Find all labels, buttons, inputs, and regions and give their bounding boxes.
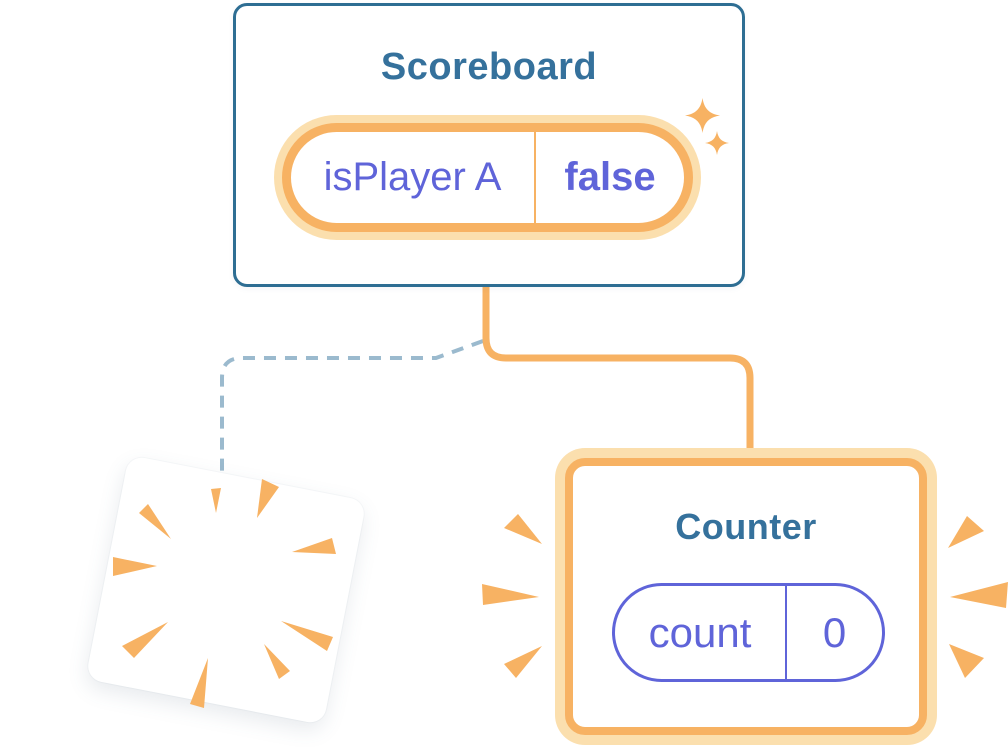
scoreboard-state-value: false xyxy=(564,155,656,199)
counter-component-card: Counter count 0 xyxy=(565,458,927,735)
scoreboard-state-key: isPlayer A xyxy=(323,155,502,199)
removed-component-card xyxy=(85,455,367,725)
counter-title: Counter xyxy=(675,506,817,547)
scoreboard-state-pill: isPlayer A false xyxy=(282,123,693,232)
dashed-connector-to-removed-component xyxy=(220,339,484,474)
pill-divider xyxy=(785,586,787,679)
pill-divider xyxy=(534,132,536,223)
counter-state-key: count xyxy=(648,608,752,656)
solid-connector-to-counter xyxy=(482,284,754,453)
counter-state-pill: count 0 xyxy=(612,583,885,682)
sparkle-small-icon xyxy=(705,131,729,155)
counter-state-value: 0 xyxy=(822,608,847,656)
scoreboard-component-card: Scoreboard isPlayer A false xyxy=(233,3,745,287)
sparkles-icon xyxy=(685,98,720,133)
scoreboard-title: Scoreboard xyxy=(380,46,598,88)
